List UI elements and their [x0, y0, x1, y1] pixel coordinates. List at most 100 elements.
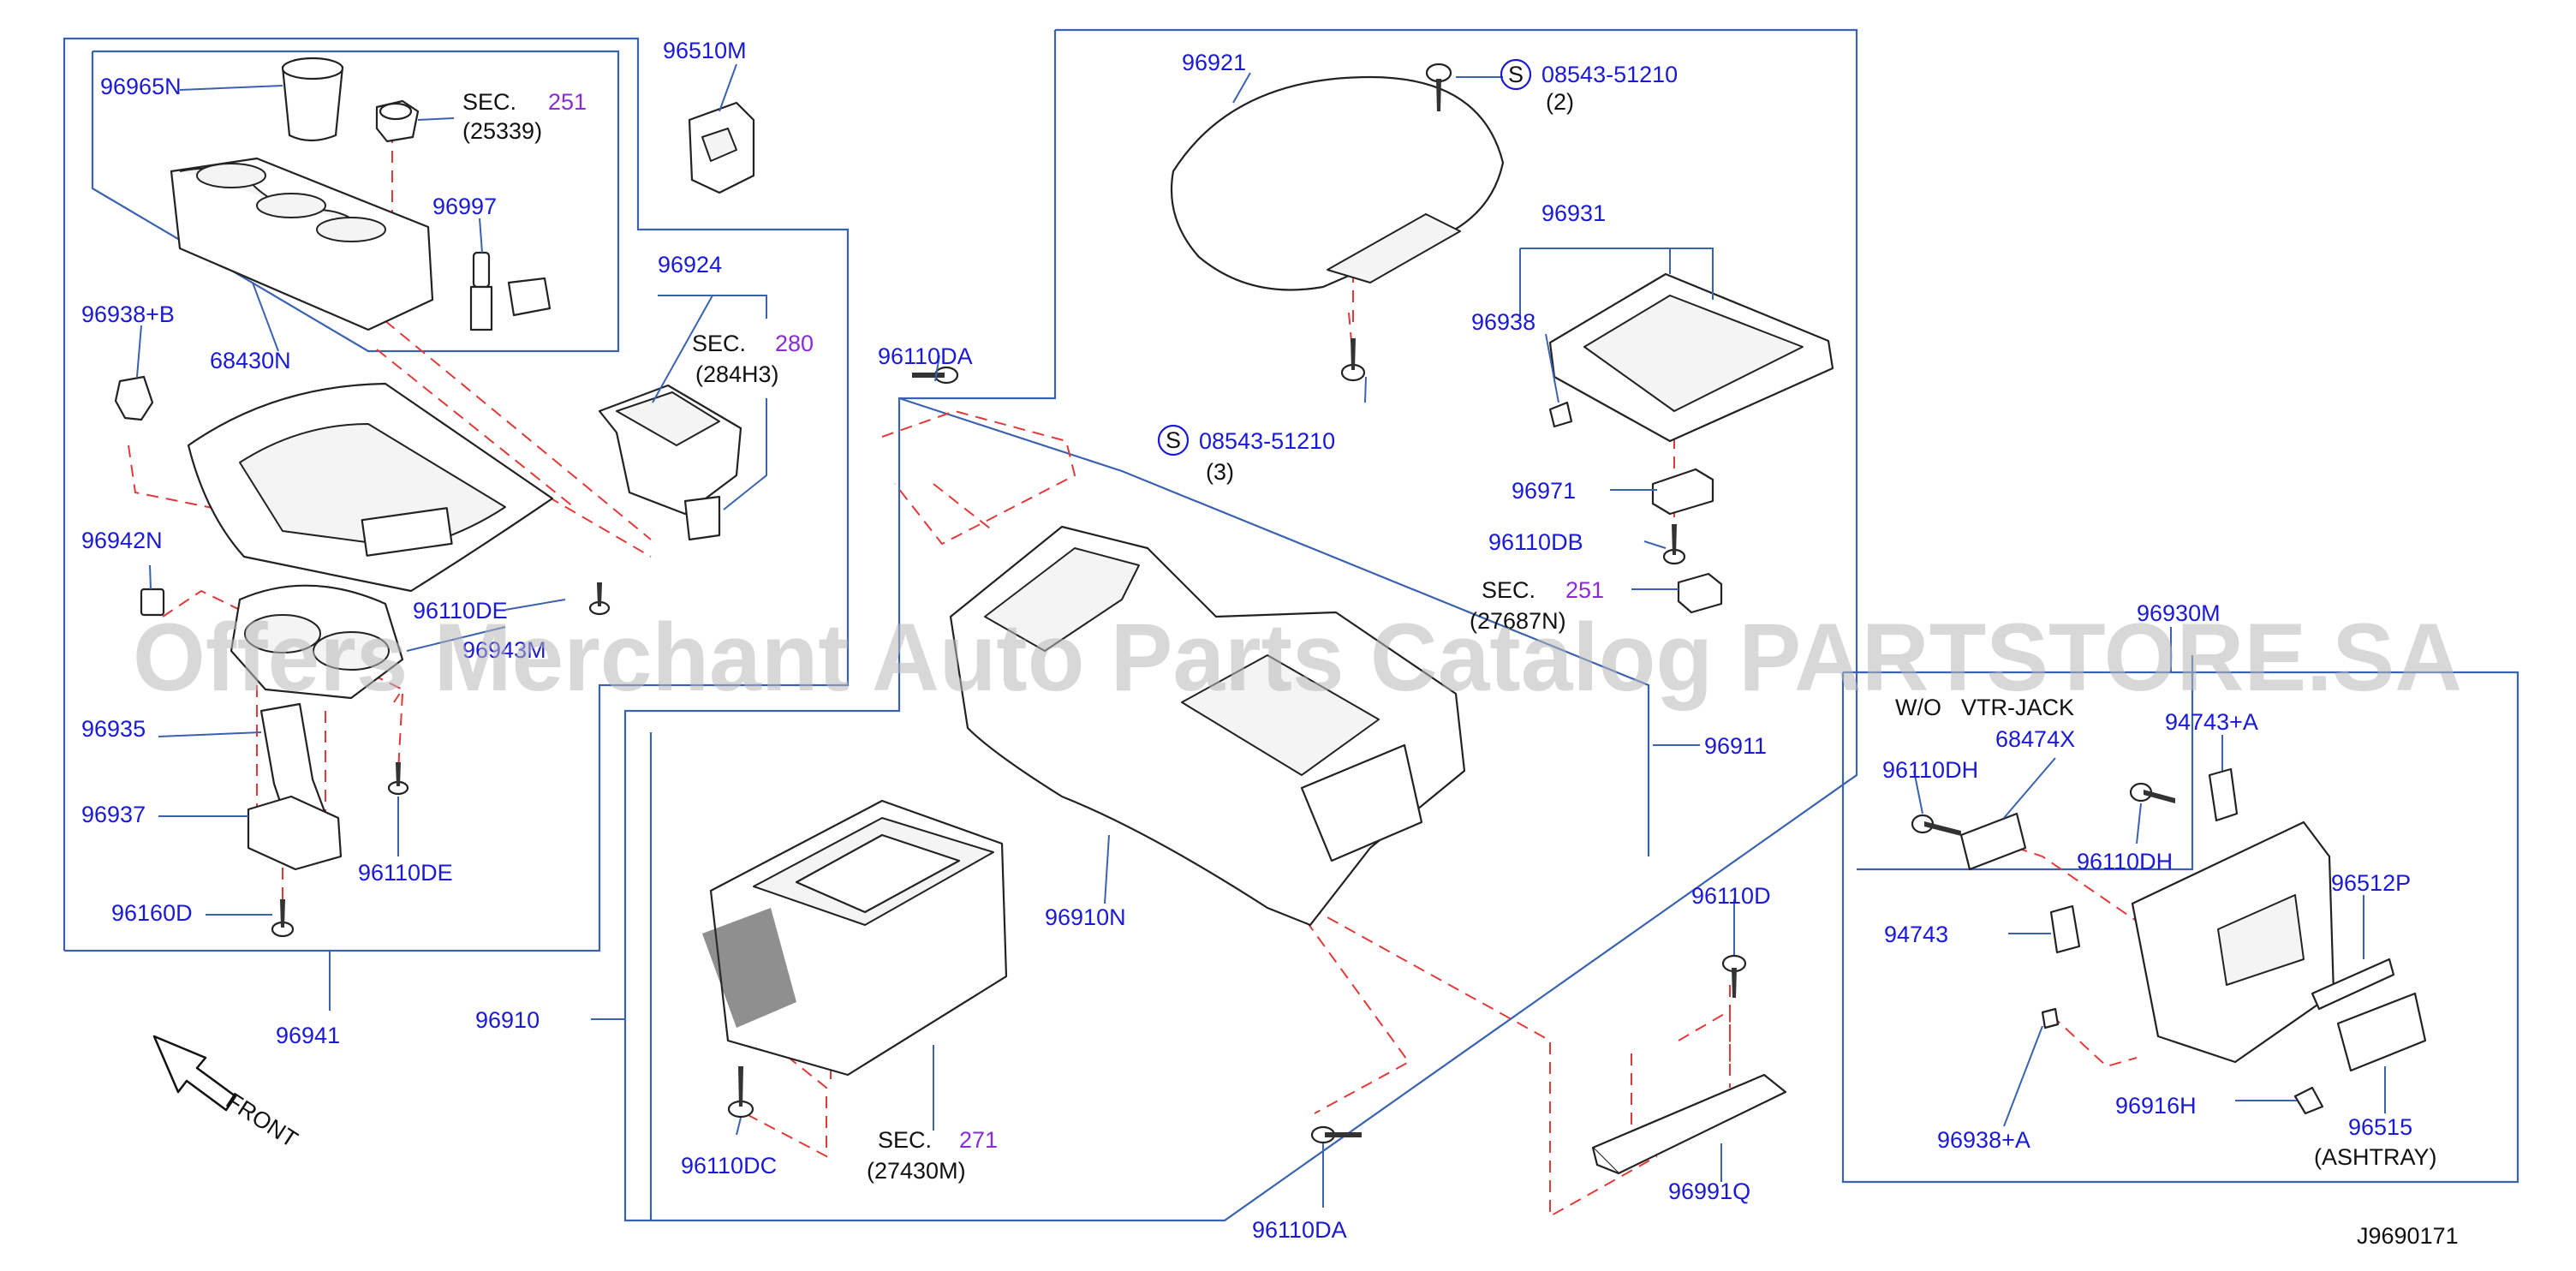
label-96110D[interactable]: 96110D: [1691, 883, 1771, 909]
label-68430N[interactable]: 68430N: [210, 348, 291, 373]
label-96110DB[interactable]: 96110DB: [1488, 529, 1583, 555]
label-sec-280-num[interactable]: 280: [775, 331, 814, 356]
latch-96971-part: [1651, 468, 1714, 516]
label-ashtray: (ASHTRAY): [2314, 1144, 2437, 1170]
circled-s-icon-b: S: [1157, 424, 1190, 456]
label-96110DC[interactable]: 96110DC: [681, 1153, 777, 1179]
label-wo: W/O: [1895, 695, 1941, 720]
leader-lines: [136, 63, 2386, 1208]
label-96943M[interactable]: 96943M: [462, 637, 546, 663]
svg-text:S: S: [1166, 427, 1181, 453]
console-body-part: [949, 525, 1466, 927]
label-96997[interactable]: 96997: [432, 194, 497, 219]
label-96110DA-a[interactable]: 96110DA: [878, 343, 973, 369]
label-sec-251-mid-num[interactable]: 251: [1565, 577, 1604, 603]
label-96921[interactable]: 96921: [1182, 50, 1246, 75]
lid-top-96931-part: [1548, 272, 1834, 443]
label-96110DH-a[interactable]: 96110DH: [1882, 757, 1978, 783]
label-96938-b[interactable]: 96938+B: [81, 301, 175, 327]
label-96110DE-a[interactable]: 96110DE: [413, 598, 508, 624]
label-96942N[interactable]: 96942N: [81, 528, 163, 553]
label-68474X[interactable]: 68474X: [1995, 726, 2075, 752]
label-96160D[interactable]: 96160D: [111, 900, 193, 926]
label-94743-a[interactable]: 94743+A: [2165, 709, 2258, 735]
label-96930M[interactable]: 96930M: [2137, 600, 2221, 626]
label-25339: (25339): [462, 118, 542, 144]
lamp-96916H-clip-part: [2293, 1086, 2324, 1115]
label-96110DE-b[interactable]: 96110DE: [358, 860, 453, 886]
label-96910[interactable]: 96910: [475, 1007, 540, 1033]
screw-08543-a: [1425, 63, 1452, 111]
label-sec-280: SEC.: [692, 331, 746, 356]
label-96515[interactable]: 96515: [2348, 1114, 2412, 1140]
label-96916H[interactable]: 96916H: [2115, 1093, 2197, 1119]
screw-96110DB: [1662, 524, 1686, 565]
screw-96160D: [271, 899, 295, 938]
screw-96110DH-a: [1911, 814, 1961, 836]
label-96510M[interactable]: 96510M: [663, 38, 747, 63]
switch-27687N-part: [1677, 572, 1723, 614]
storage-tray-part: [702, 799, 1008, 1077]
label-08543-51210-b[interactable]: 08543-51210: [1199, 428, 1335, 454]
circled-s-icon-a: S: [1500, 58, 1532, 91]
label-08543-51210-a[interactable]: 08543-51210: [1541, 62, 1678, 87]
label-96971[interactable]: 96971: [1512, 478, 1576, 504]
label-96512P[interactable]: 96512P: [2331, 870, 2411, 896]
label-27430M: (27430M): [867, 1158, 966, 1184]
clip-part: [114, 375, 154, 421]
label-96911[interactable]: 96911: [1704, 733, 1767, 759]
label-96965N[interactable]: 96965N: [100, 74, 182, 99]
label-284H3: (284H3): [695, 361, 779, 387]
bracket-96991Q-part: [1591, 1073, 1787, 1175]
label-96924[interactable]: 96924: [658, 252, 722, 277]
bracket-96510M-part: [688, 101, 755, 194]
label-sec-271: SEC.: [878, 1127, 932, 1153]
cupholder-housing-part: [170, 157, 434, 331]
label-96110DH-b[interactable]: 96110DH: [2077, 849, 2173, 874]
watermark-text: Offers Merchant Auto Parts Catalog PARTS…: [133, 604, 2462, 711]
label-sec-271-num[interactable]: 271: [959, 1127, 998, 1153]
clip-96938-part: [1548, 401, 1573, 428]
screw-96110DE-b: [387, 762, 409, 796]
label-96941[interactable]: 96941: [276, 1023, 340, 1048]
cup-ring-96943M-part: [230, 584, 404, 700]
frame-lines: [63, 28, 2519, 1222]
label-qty-2: (2): [1546, 89, 1574, 115]
armrest-lid-part: [1170, 75, 1505, 291]
bracket-96937-part: [247, 795, 343, 871]
label-front: FRONT: [222, 1088, 302, 1153]
label-96910N[interactable]: 96910N: [1045, 904, 1126, 930]
label-sec-251-top-num[interactable]: 251: [548, 89, 587, 115]
clip-96942N-part: [140, 588, 165, 617]
screw-96110DC: [727, 1066, 754, 1119]
label-96938[interactable]: 96938: [1471, 309, 1535, 335]
connector-part: [375, 99, 420, 143]
screw-08543-b: [1340, 338, 1366, 382]
screw-96110DH-b: [2129, 782, 2175, 803]
bracket-68474X-part: [1959, 812, 2027, 871]
svg-text:S: S: [1508, 62, 1524, 87]
label-94743[interactable]: 94743: [1884, 922, 1948, 947]
screw-96110DE-a: [588, 582, 611, 616]
diagram-id: J9690171: [2357, 1223, 2459, 1249]
bulb-socket-part: [469, 251, 552, 331]
label-sec-251-top: SEC.: [462, 89, 516, 115]
label-96938-a[interactable]: 96938+A: [1937, 1127, 2030, 1153]
part-labels: 96965N SEC. 251 (25339) 96997 96938+B 68…: [81, 38, 2459, 1249]
label-96931[interactable]: 96931: [1541, 200, 1606, 226]
label-27687N: (27687N): [1470, 608, 1566, 634]
label-96935[interactable]: 96935: [81, 716, 146, 742]
label-96991Q[interactable]: 96991Q: [1668, 1179, 1750, 1204]
screw-96110D: [1721, 954, 1747, 998]
ashtray-96512P-part: [2311, 958, 2395, 1011]
box-96924-part: [598, 384, 742, 541]
console-finisher-part: [187, 382, 554, 593]
label-sec-251-mid: SEC.: [1482, 577, 1535, 603]
label-96110DA-b[interactable]: 96110DA: [1252, 1217, 1347, 1243]
clip-96938A-part: [2041, 1007, 2060, 1029]
label-vtr-jack: VTR-JACK: [1961, 695, 2074, 720]
label-96937[interactable]: 96937: [81, 802, 146, 827]
ashtray-96515-part: [2336, 992, 2427, 1072]
jack-94743A-part: [2208, 767, 2239, 822]
